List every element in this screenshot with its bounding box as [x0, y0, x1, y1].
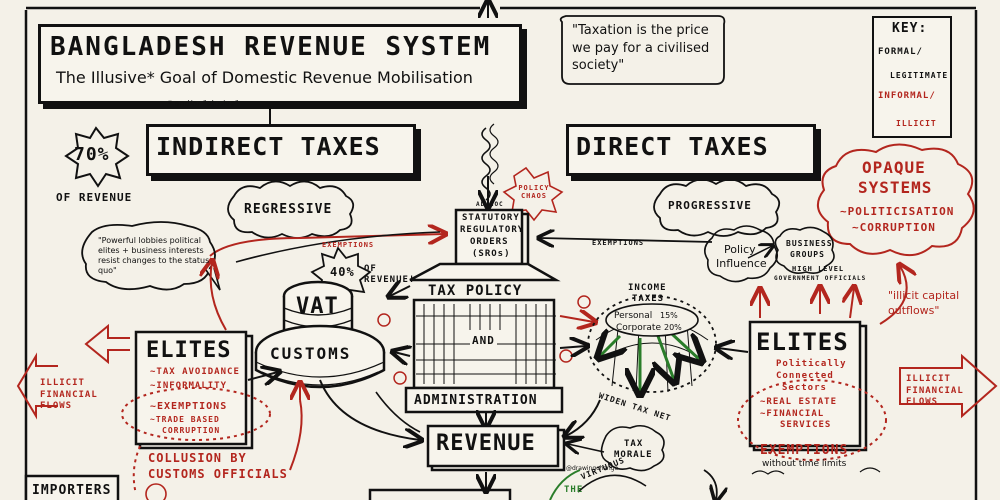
groups-label: GROUPS: [790, 250, 825, 259]
elites-right-sectors: Sectors: [782, 383, 827, 393]
collusion-line2: CUSTOMS OFFICIALS: [148, 467, 288, 481]
elites-left-tax-avoidance: ~TAX AVOIDANCE: [150, 367, 240, 377]
direct-taxes-box: [566, 124, 816, 176]
exemptions-right-label: EXEMPTIONS: [592, 239, 645, 247]
progressive-label: PROGRESSIVE: [668, 199, 752, 212]
vat-share: 40%: [330, 265, 355, 279]
key-box: [872, 16, 952, 138]
sro-line3: ORDERS: [470, 237, 509, 247]
artist-credit: @drawingchange: [566, 465, 619, 472]
regressive-label: REGRESSIVE: [244, 202, 333, 217]
illicit-capital-outflows: "illicit capital outflows": [888, 289, 960, 318]
elites-left-exemptions: ~EXEMPTIONS: [150, 401, 228, 412]
customs-label: CUSTOMS: [270, 344, 352, 363]
subtitle-part1: The Illusive: [56, 68, 147, 87]
sro-line1: STATUTORY: [462, 213, 520, 223]
elites-right-title: ELITES: [756, 328, 849, 356]
illicit-financial-flows-left: ILLICIT FINANCIAL FLOWS: [40, 378, 98, 412]
policy-chaos: POLICY CHAOS: [518, 184, 550, 201]
corporate-rate: 20%: [664, 323, 682, 332]
opaque-item-corruption: ~CORRUPTION: [852, 221, 936, 234]
policy-label: Policy: [724, 243, 756, 256]
business-label: BUSINESS: [786, 239, 833, 248]
the-label: THE: [564, 485, 584, 495]
influence-label: Influence: [716, 257, 767, 270]
collusion-line1: COLLUSION BY: [148, 451, 247, 465]
title-footnote: * and/or "elusive": [168, 99, 239, 108]
title-subtitle: The Illusive* Goal of Domestic Revenue M…: [56, 70, 473, 86]
administration-label: ADMINISTRATION: [414, 393, 538, 408]
indirect-taxes-box: [146, 124, 416, 176]
tax-morale-line1: TAX: [624, 439, 644, 449]
corporate-label: Corporate: [616, 323, 661, 333]
key-illicit: ILLICIT: [896, 119, 937, 128]
title-main: BANGLADESH REVENUE SYSTEM: [50, 32, 492, 62]
indirect-taxes-label: INDIRECT TAXES: [156, 132, 381, 161]
and-label: AND: [470, 334, 497, 347]
opaque-title-line2: SYSTEMS: [858, 178, 933, 197]
key-informal: INFORMAL/: [878, 91, 936, 101]
title-box: [38, 24, 522, 104]
subtitle-asterisk: *: [146, 68, 155, 87]
elites-right-financial: ~FINANCIAL: [760, 409, 825, 419]
sro-line2: REGULATORY: [460, 225, 525, 235]
income-taxes-line2: TAXES: [632, 294, 665, 304]
key-title: KEY:: [892, 21, 928, 36]
sro-line4: (SROs): [472, 249, 511, 259]
indirect-of-revenue: OF REVENUE: [56, 191, 133, 204]
high-level-label: HIGH LEVEL: [792, 265, 845, 273]
personal-rate: 15%: [660, 311, 678, 320]
tax-morale-line2: MORALE: [614, 450, 653, 460]
elites-left-corruption: CORRUPTION: [162, 426, 221, 435]
income-taxes-line1: INCOME: [628, 283, 667, 293]
subtitle-part2: Goal of Domestic Revenue Mobilisation: [154, 68, 473, 87]
opaque-title-line1: OPAQUE: [862, 158, 926, 177]
elites-left-title: ELITES: [146, 338, 232, 363]
indirect-percent: 70%: [74, 144, 110, 165]
officials-label: GOVERNMENT OFFICIALS: [774, 275, 867, 282]
elites-left-trade-based: ~TRADE BASED: [150, 415, 220, 424]
revenue-label: REVENUE: [436, 431, 536, 456]
illicit-financial-flows-right: ILLICIT FINANCIAL FLOWS: [906, 374, 964, 408]
elites-right-politically: Politically: [776, 359, 847, 369]
elites-right-connected: Connected: [776, 371, 834, 381]
key-legitimate: LEGITIMATE: [890, 71, 949, 80]
key-formal: FORMAL/: [878, 47, 923, 57]
sro-ad-hoc: AD HOC: [476, 201, 504, 208]
elites-right-services: SERVICES: [780, 420, 832, 430]
personal-label: Personal: [614, 311, 653, 321]
vat-label: VAT: [296, 294, 339, 319]
taxation-quote: "Taxation is the price we pay for a civi…: [572, 23, 710, 74]
elites-right-real-estate: ~REAL ESTATE: [760, 397, 838, 407]
opaque-item-politicisation: ~POLITICISATION: [840, 205, 955, 218]
exemptions-left-label: EXEMPTIONS: [322, 241, 375, 249]
vat-share-text: OF REVENUE!: [364, 264, 416, 285]
importers-label: IMPORTERS: [32, 483, 112, 498]
elites-right-exemptions: EXEMPTIONS: [760, 443, 849, 458]
elites-right-without-time-limits: without time limits: [762, 459, 847, 469]
tax-policy-label: TAX POLICY: [428, 283, 523, 299]
direct-taxes-label: DIRECT TAXES: [576, 132, 769, 161]
elites-left-informality: ~INFORMALITY: [150, 381, 228, 391]
lobby-quote: "Powerful lobbies political elites + bus…: [98, 236, 210, 275]
